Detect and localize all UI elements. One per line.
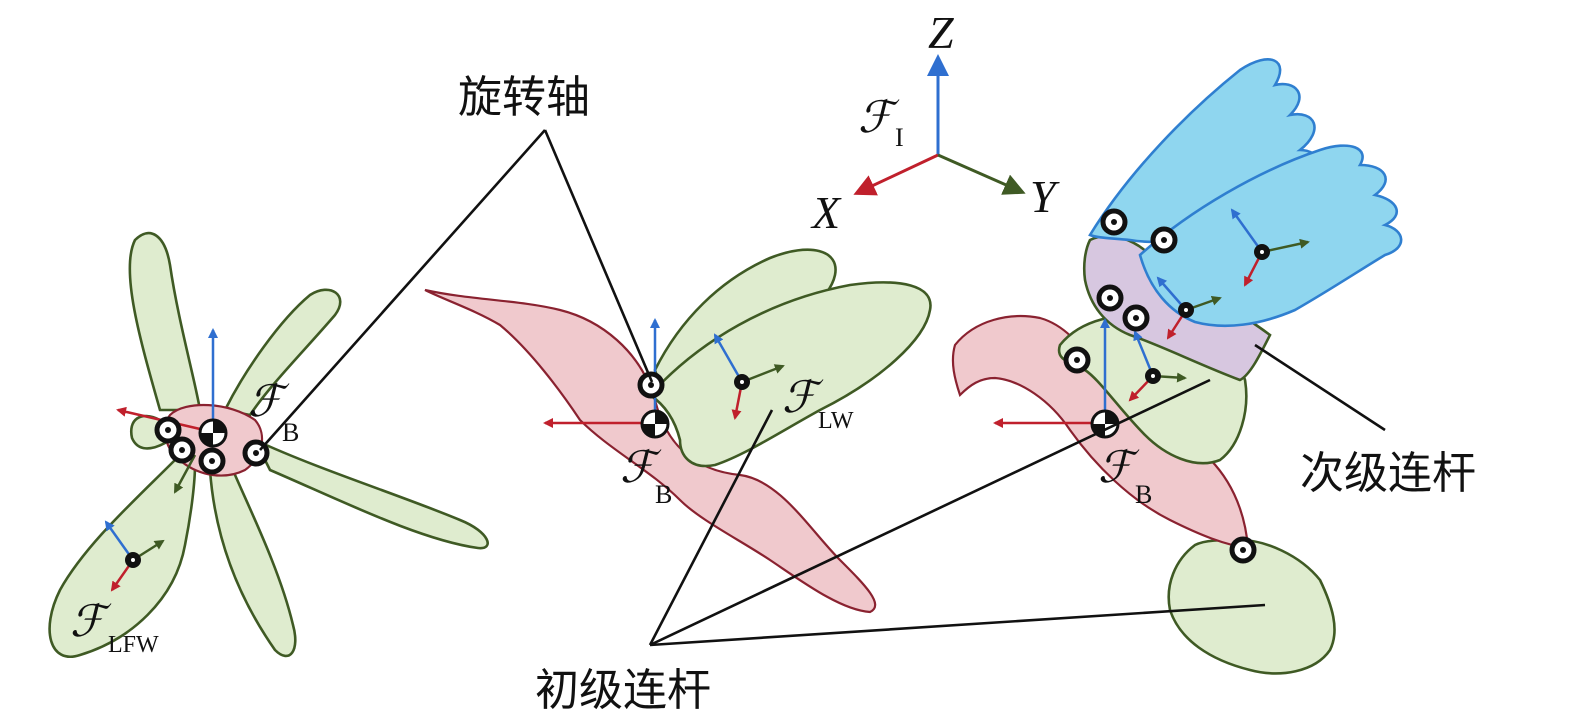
middle-com-icon [640,409,670,439]
primary-link-label: 初级连杆 [535,665,711,716]
right-bird: ℱ B [951,58,1403,675]
z-axis-label: Z [928,7,954,58]
left-lower-wing [208,466,297,658]
left-y-arrow [173,454,197,494]
left-bird: ℱ B ℱ LFW [48,231,489,658]
right-com-icon [1090,409,1120,439]
y-axis-label: Y [1030,171,1060,222]
middle-body [424,288,877,614]
x-axis-label: X [810,187,842,238]
svg-text:B: B [655,480,672,509]
right-inner-secondary-wing [1138,144,1403,328]
left-joints [154,416,270,475]
left-upright-wing [223,288,342,417]
middle-front-wing [648,281,932,468]
svg-text:B: B [1135,480,1152,509]
middle-joint [637,371,665,399]
left-com-icon [198,418,228,448]
left-right-wing [252,437,489,550]
svg-text:LW: LW [818,408,854,434]
leader-lines [259,129,1386,647]
x-axis-arrow [853,153,939,196]
left-lowerleft-wing [48,458,197,658]
svg-text:LFW: LFW [108,632,159,658]
svg-text:I: I [895,123,904,152]
right-joints [1063,208,1257,564]
left-upper-wing [128,231,202,412]
middle-bird: ℱ B ℱ LW [424,248,932,614]
y-axis-arrow [937,153,1026,195]
secondary-link-label: 次级连杆 [1300,448,1476,499]
inertial-frame-label: ℱ [858,93,900,142]
svg-text:B: B [282,418,299,447]
rotation-axis-label: 旋转轴 [458,72,590,123]
inertial-frame: Z X Y ℱ I [810,7,1060,238]
